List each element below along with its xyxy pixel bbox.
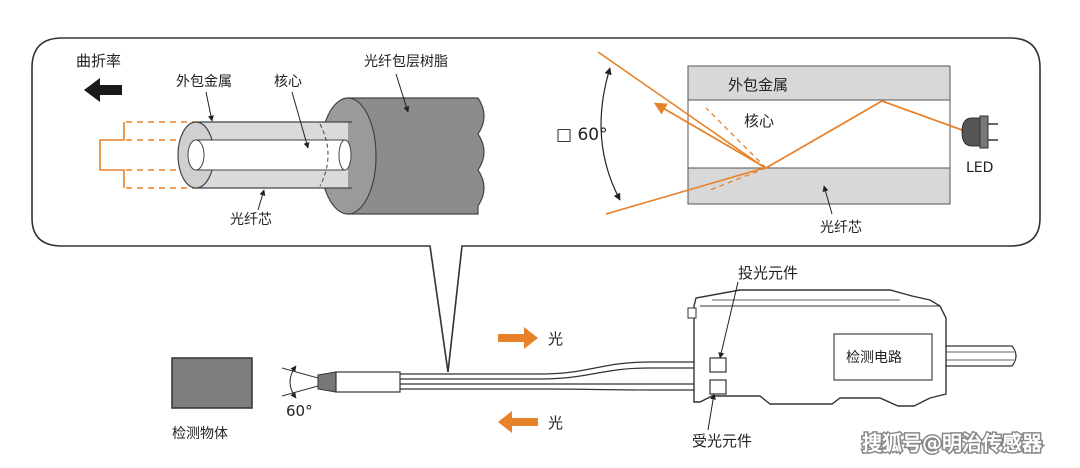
cladding-label: 外包金属 xyxy=(176,74,232,90)
circuit-box xyxy=(833,333,933,381)
light-in-label: 光 xyxy=(548,414,563,432)
core-label: 核心 xyxy=(274,74,302,90)
core xyxy=(196,140,346,170)
light-out-arrow-icon xyxy=(498,327,538,349)
cladding-band-label: 外包金属 xyxy=(728,76,788,94)
core-band xyxy=(687,99,951,169)
fiber-cable-upper xyxy=(400,361,712,375)
resin-label: 光纤包层树脂 xyxy=(364,54,448,70)
fiber-head-cone xyxy=(281,367,319,397)
receiver-element xyxy=(709,379,727,395)
fiber-ferrule xyxy=(335,371,401,393)
core-face xyxy=(187,139,205,171)
core-end xyxy=(338,139,352,171)
led-icon xyxy=(961,117,981,147)
fiber-tip xyxy=(317,371,337,393)
angle-top-label: □ 60° xyxy=(556,125,608,145)
emitter-element xyxy=(709,357,727,373)
bend-rate-label: 曲折率 xyxy=(76,52,121,70)
fiber-core-label: 光纤芯 xyxy=(230,212,272,228)
resin-jacket xyxy=(347,97,485,215)
detected-object xyxy=(171,357,253,409)
fiber-core-right-label: 光纤芯 xyxy=(820,220,862,236)
light-in-arrow-icon xyxy=(498,411,538,433)
core-band-label: 核心 xyxy=(744,112,774,130)
light-out-label: 光 xyxy=(548,330,563,348)
watermark: 搜狐号@明治传感器 xyxy=(862,431,1043,455)
receiver-label: 受光元件 xyxy=(692,432,752,450)
emitter-label: 投光元件 xyxy=(738,264,798,282)
led-label: LED xyxy=(966,160,993,176)
circuit-label: 检测电路 xyxy=(846,350,902,366)
bend-rate-arrow-icon xyxy=(84,78,122,102)
light-bracket xyxy=(99,122,125,188)
light-ray xyxy=(653,100,963,170)
angle-bottom-label: 60° xyxy=(286,402,313,420)
object-label: 检测物体 xyxy=(172,426,228,442)
lower-cladding-band xyxy=(687,167,951,205)
